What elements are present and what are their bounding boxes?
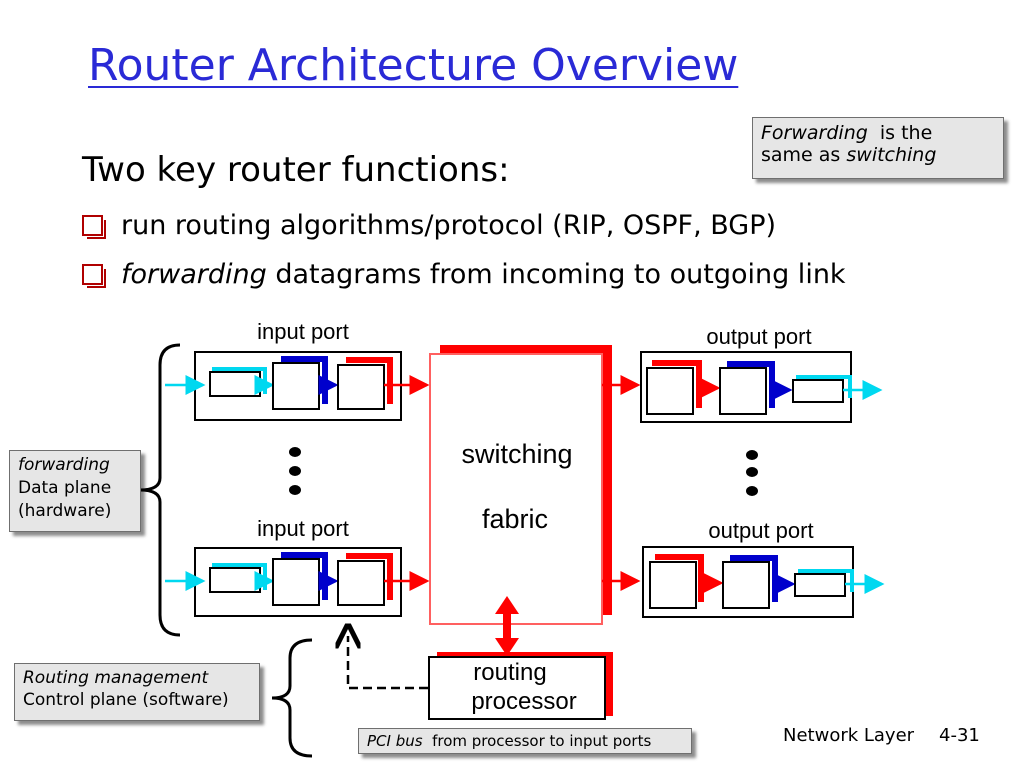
routing-processor: routing processor [428,652,613,720]
switching-fabric: switching fabric [429,345,612,625]
input-port-label: input port [257,516,349,541]
footer-chapter: Network Layer [783,725,915,746]
pci-bus-path [348,636,428,690]
note-emphasis: Routing management [23,668,209,688]
processor-label: routing [473,659,546,686]
forwarding-callout: Forwarding is the same as switching [752,117,1004,179]
fabric-processor-link [495,596,519,656]
fabric-label: switching [461,439,572,469]
note-emphasis: forwarding [18,455,110,475]
fabric-label: fabric [482,504,548,534]
control-plane-brace [271,638,313,758]
output-port-top: output port [602,324,883,423]
bullet-routing: run routing algorithms/protocol (RIP, OS… [82,210,776,241]
note-text: (hardware) [18,501,112,521]
bullet-forwarding: forwarding datagrams from incoming to ou… [82,259,846,290]
slide-title: Router Architecture Overview [88,40,739,91]
control-plane-note: Routing management Control plane (softwa… [14,663,260,721]
pci-bus-note: PCI bus from processor to input ports [358,728,692,754]
note-text: from processor to input ports [422,732,652,750]
note-emphasis: PCI bus [367,732,423,750]
note-text: Control plane (software) [23,690,229,710]
bullet-box-icon [82,215,106,239]
data-plane-note: forwarding Data plane (hardware) [9,450,141,532]
callout-text: same as [761,144,847,166]
output-port-label: output port [708,518,813,543]
callout-emphasis: switching [846,144,937,166]
output-port-label: output port [706,324,811,349]
callout-text: is the [867,122,933,144]
output-port-ellipsis [746,450,758,496]
output-port-bottom: output port [602,518,885,618]
note-text: Data plane [18,478,112,498]
callout-emphasis: Forwarding [761,122,868,144]
bullet-emphasis: forwarding [121,259,267,290]
input-port-label: input port [257,319,349,344]
bullet-text: run routing algorithms/protocol (RIP, OS… [121,210,777,241]
bullet-box-icon [82,264,106,288]
data-plane-brace [139,343,181,637]
bullet-text: datagrams from incoming to outgoing link [266,259,846,290]
input-port-bottom: input port [165,516,430,617]
input-port-ellipsis [289,447,301,495]
processor-label: processor [471,688,576,715]
footer-page-number: 4-31 [939,725,980,746]
input-port-top: input port [165,319,430,421]
subtitle: Two key router functions: [82,150,510,190]
